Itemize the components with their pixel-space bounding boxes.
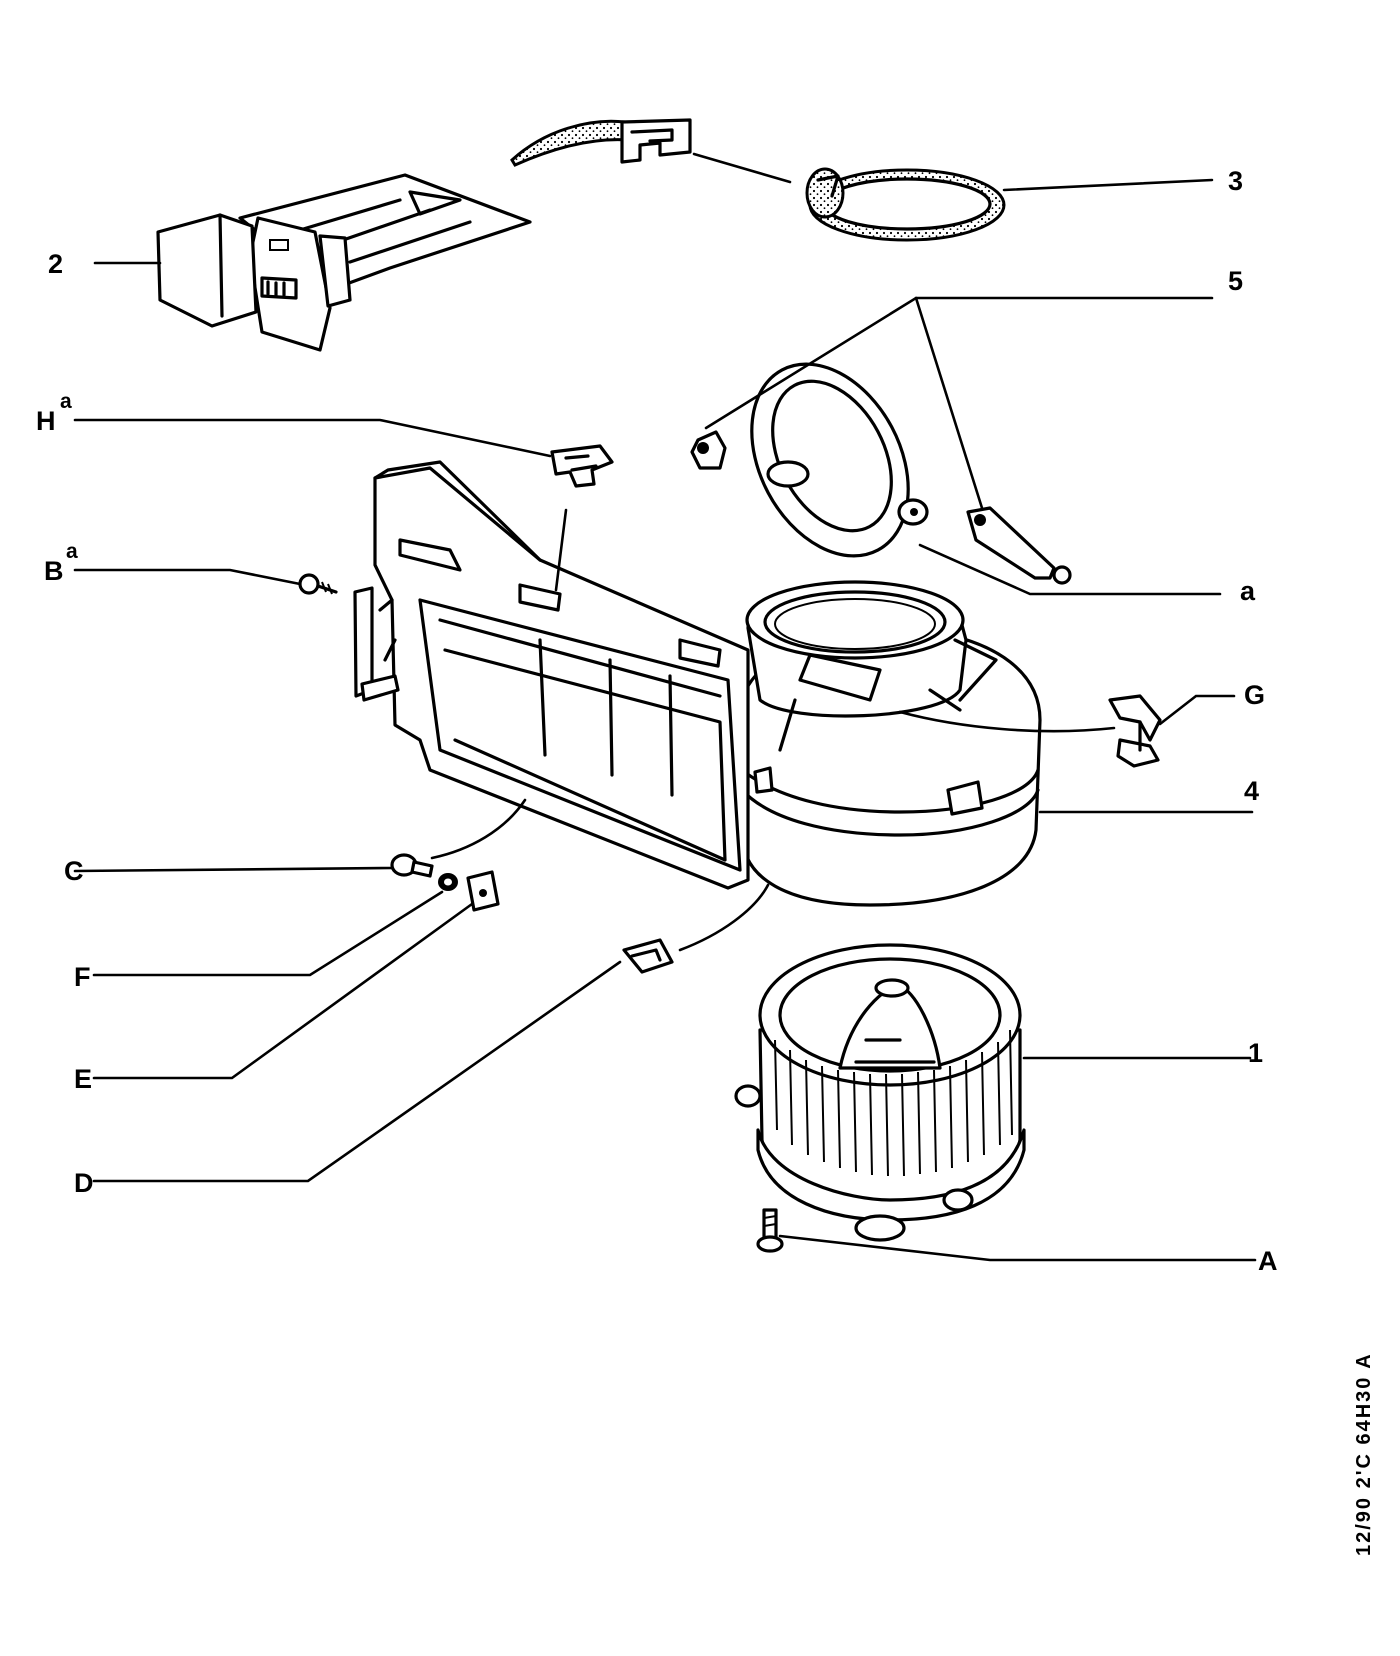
label-B-superscript: a xyxy=(66,540,78,563)
clip-left-part xyxy=(690,430,727,470)
nut-E-part xyxy=(466,870,500,912)
label-B: B xyxy=(44,556,64,586)
label-F: F xyxy=(74,962,91,992)
flap-frame-part xyxy=(750,362,929,558)
label-2: 2 xyxy=(48,249,63,279)
sealing-ring-part xyxy=(805,167,1006,242)
label-C: C xyxy=(64,856,84,886)
label-a: a xyxy=(1240,576,1256,606)
resistor-module-part xyxy=(156,173,532,352)
seal-profile-part xyxy=(510,118,692,167)
blower-housing-part xyxy=(353,460,1042,907)
label-5: 5 xyxy=(1228,266,1243,296)
label-D: D xyxy=(74,1168,94,1198)
screw-B-part xyxy=(298,573,338,595)
label-G: G xyxy=(1244,680,1265,710)
clip-H-part xyxy=(550,444,614,488)
label-4: 4 xyxy=(1244,776,1259,806)
clip-D-part xyxy=(622,938,674,974)
label-3: 3 xyxy=(1228,166,1243,196)
clip-right-part xyxy=(966,506,1072,585)
blower-fan-part xyxy=(734,943,1026,1242)
drawing-reference-code: 12/90 2'C 64H30 A xyxy=(1353,1352,1375,1556)
label-1: 1 xyxy=(1248,1038,1263,1068)
label-A: A xyxy=(1258,1246,1278,1276)
washer-F-part xyxy=(438,873,458,891)
leader-lines xyxy=(73,152,1257,1262)
label-E: E xyxy=(74,1064,92,1094)
screw-C-part xyxy=(390,853,434,878)
clip-G-part xyxy=(1108,694,1162,768)
label-H: H xyxy=(36,406,56,436)
label-H-superscript: a xyxy=(60,390,72,413)
screw-A-part xyxy=(756,1208,784,1253)
